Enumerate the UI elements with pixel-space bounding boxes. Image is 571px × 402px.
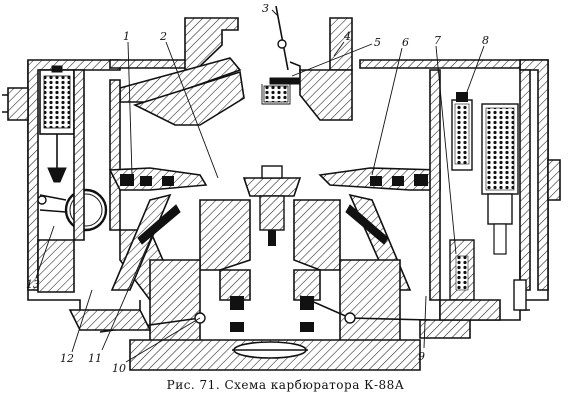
label-8: 8 [482, 34, 489, 47]
lower-body [149, 199, 401, 361]
part-labels: 1 2 3 4 5 6 7 8 9 10 11 12 13 [26, 2, 489, 375]
label-2: 2 [159, 30, 167, 43]
float [37, 188, 108, 232]
throttle-linkage [68, 295, 471, 339]
figure-caption: Рис. 71. Схема карбюратора К-88А [166, 378, 405, 392]
label-7: 7 [434, 34, 441, 47]
label-3: 3 [262, 2, 269, 15]
air-damper [261, 5, 301, 105]
label-10: 10 [112, 362, 126, 375]
label-12: 12 [60, 352, 74, 365]
label-1: 1 [123, 30, 130, 43]
label-9: 9 [418, 350, 425, 363]
label-4: 4 [343, 30, 351, 43]
label-13: 13 [26, 278, 40, 291]
label-11: 11 [88, 352, 102, 365]
economizer [429, 69, 561, 321]
label-5: 5 [374, 36, 381, 49]
leader-lines [35, 9, 485, 363]
air-intake [119, 17, 353, 126]
throttle-valve [129, 339, 421, 371]
accelerator-pump [2, 65, 75, 183]
label-6: 6 [402, 36, 409, 49]
central-atomizer [242, 165, 302, 246]
venturi-section [108, 167, 441, 191]
